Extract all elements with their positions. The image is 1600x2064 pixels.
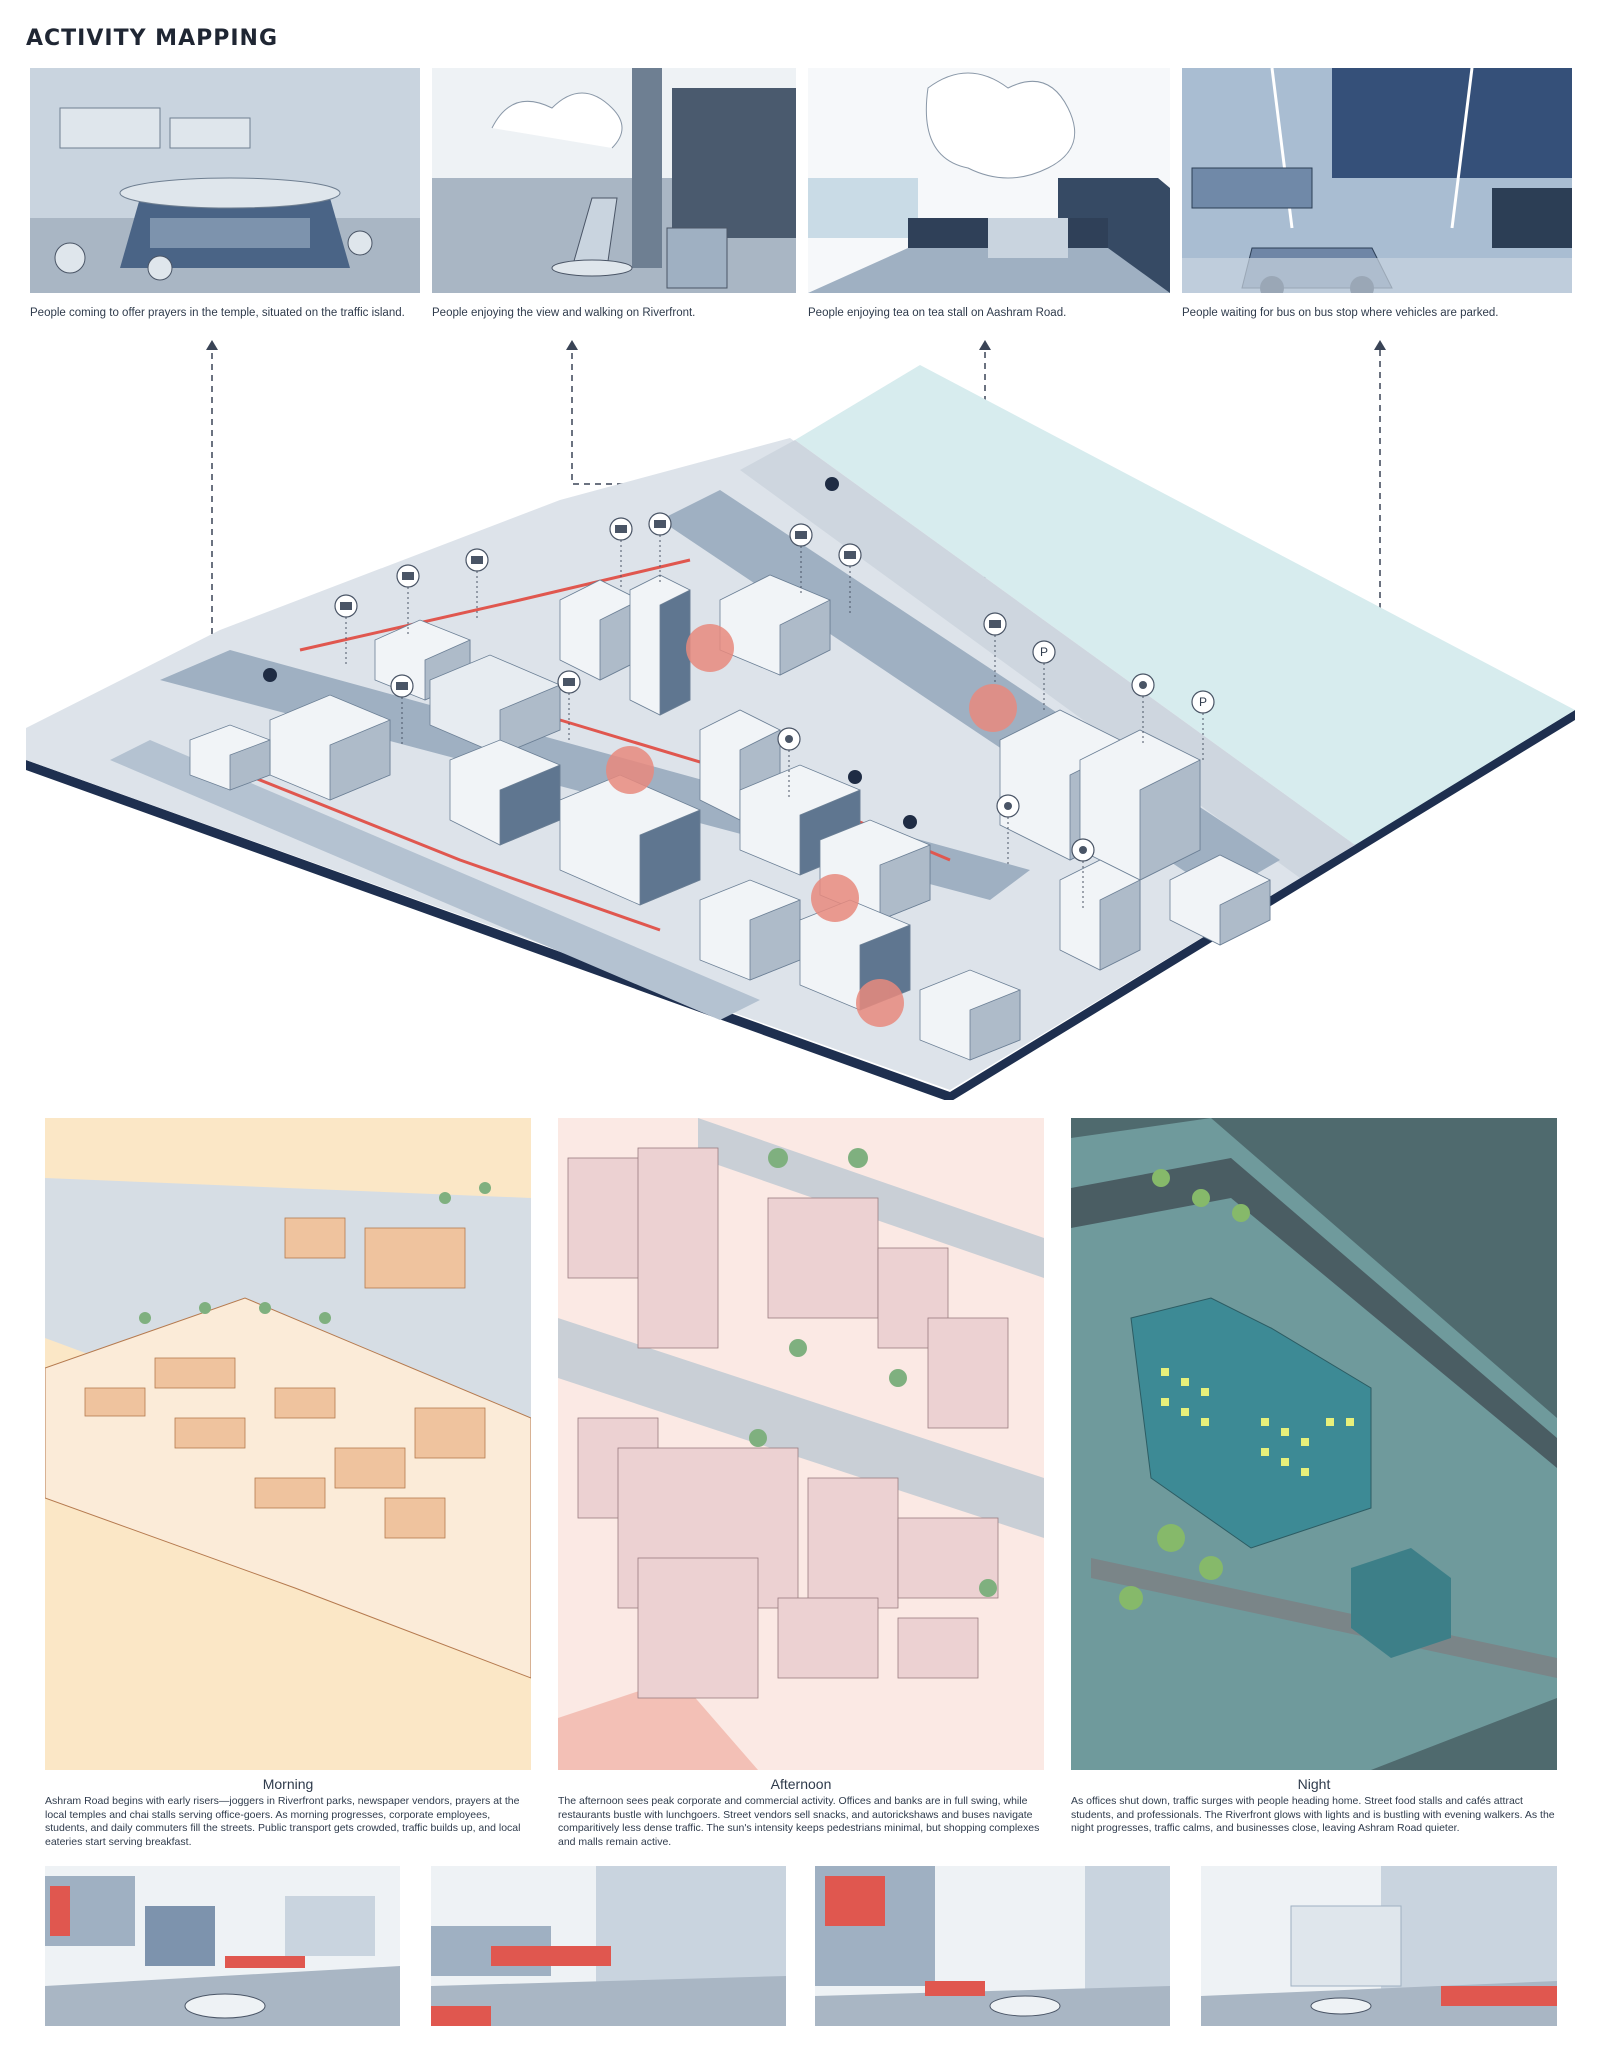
- building: [189, 724, 271, 791]
- building-blocks: [189, 574, 1271, 1061]
- scene-caption: People enjoying the view and walking on …: [432, 307, 696, 319]
- activity-icons: PP: [334, 512, 1215, 910]
- building: [429, 654, 561, 756]
- scene-bus-stop-sketch: [1182, 68, 1572, 293]
- arrow-heads: [206, 340, 1386, 350]
- building: [269, 694, 391, 801]
- afternoon-title: Afternoon: [770, 1776, 832, 1792]
- night-title: Night: [1297, 1776, 1331, 1792]
- morning-illustration: [45, 1118, 531, 1770]
- location-dot: [903, 815, 917, 829]
- hotspot-circle: [969, 684, 1017, 732]
- signal-icon: [777, 727, 801, 799]
- location-dot: [848, 770, 862, 784]
- building: [559, 579, 641, 681]
- signal-icon: [996, 794, 1020, 866]
- location-dot: [825, 477, 839, 491]
- tv-icon: [609, 517, 633, 589]
- hotspot-circle: [856, 979, 904, 1027]
- location-dot: [263, 668, 277, 682]
- cross-road-2: [110, 740, 760, 1020]
- building: [629, 574, 691, 716]
- map-ground: [26, 438, 1355, 1090]
- camera-icon: [983, 612, 1007, 684]
- tv-icon: [390, 674, 414, 746]
- parking-label: P: [1199, 695, 1207, 709]
- building: [699, 879, 801, 981]
- tv-icon: [838, 543, 862, 615]
- afternoon-description: The afternoon sees peak corporate and co…: [558, 1795, 1040, 1848]
- building: [1059, 859, 1141, 971]
- building: [1079, 729, 1201, 881]
- parking-icon: P: [1191, 690, 1215, 762]
- scene-caption: People waiting for bus on bus stop where…: [1182, 307, 1499, 319]
- scene-caption: People coming to offer prayers in the te…: [30, 307, 405, 319]
- activity-hotspots: [606, 624, 1017, 1027]
- building: [919, 969, 1021, 1061]
- tv-icon: [648, 512, 672, 584]
- road-edge-accent: [299, 558, 691, 652]
- hotspot-circle: [686, 624, 734, 672]
- street-view-2: [431, 1866, 786, 2026]
- road-edge-accent: [209, 758, 661, 932]
- street-view-3: [815, 1866, 1170, 2026]
- tv-icon: [557, 670, 581, 742]
- street-view-4: [1201, 1866, 1557, 2026]
- scene-tea-stall-sketch: [808, 68, 1170, 293]
- signal-icon: [1071, 838, 1095, 910]
- scene-riverfront-sketch: [432, 68, 796, 293]
- night-description: As offices shut down, traffic surges wit…: [1071, 1795, 1555, 1834]
- parking-icon: P: [1032, 640, 1056, 712]
- signal-icon: [1131, 673, 1155, 745]
- building: [449, 739, 561, 846]
- location-markers: [263, 477, 917, 829]
- building: [559, 774, 701, 906]
- parking-label: P: [1040, 645, 1048, 659]
- isometric-activity-map: PP: [26, 340, 1575, 1100]
- scene-caption: People enjoying tea on tea stall on Aash…: [808, 307, 1067, 319]
- building: [1169, 854, 1271, 946]
- afternoon-illustration: [558, 1118, 1044, 1770]
- hotspot-circle: [811, 874, 859, 922]
- street-view-1: [45, 1866, 400, 2026]
- river-water: [795, 365, 1575, 845]
- night-illustration: [1071, 1118, 1557, 1770]
- scene-temple-sketch: [30, 68, 420, 293]
- tv-icon: [396, 564, 420, 636]
- morning-title: Morning: [262, 1776, 314, 1792]
- morning-description: Ashram Road begins with early risers—jog…: [45, 1795, 521, 1848]
- page-title: ACTIVITY MAPPING: [26, 26, 278, 51]
- book-icon: [334, 594, 358, 666]
- hotspot-circle: [606, 746, 654, 794]
- tv-icon: [465, 548, 489, 620]
- tv-icon: [789, 523, 813, 595]
